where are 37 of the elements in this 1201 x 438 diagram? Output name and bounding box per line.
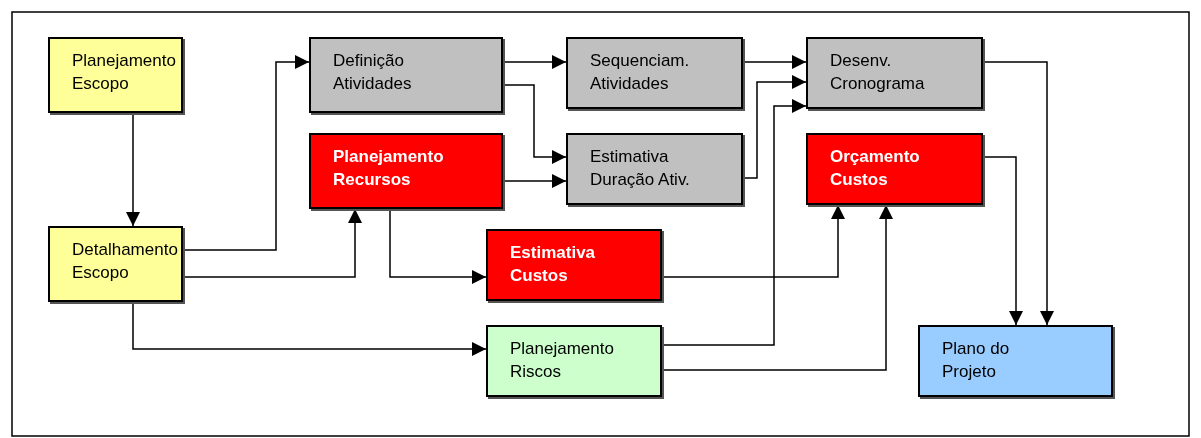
arrow xyxy=(389,208,487,284)
box-label: Estimativa Custos xyxy=(510,242,597,287)
box-label: Plano do Projeto xyxy=(942,338,1011,383)
process-box xyxy=(566,37,743,109)
arrow xyxy=(982,61,1054,326)
arrow xyxy=(661,99,807,346)
process-box xyxy=(806,133,983,205)
arrow xyxy=(742,75,807,179)
arrow xyxy=(661,204,893,371)
arrow xyxy=(661,204,845,278)
arrow xyxy=(502,84,567,164)
box-label: Planejamento Recursos xyxy=(333,146,445,191)
box-label: Definição Atividades xyxy=(333,50,413,95)
arrow xyxy=(182,55,310,251)
process-box xyxy=(48,37,183,113)
arrow xyxy=(982,156,1023,326)
process-box xyxy=(309,37,503,113)
arrow xyxy=(502,55,567,69)
box-label: Planejamento Escopo xyxy=(72,50,177,95)
process-box xyxy=(806,37,983,109)
process-box xyxy=(486,325,662,397)
box-label: Planejamento Riscos xyxy=(510,338,615,383)
process-box xyxy=(48,226,183,302)
arrow xyxy=(132,301,487,356)
box-label: Sequenciam. Atividades xyxy=(590,50,691,95)
arrow xyxy=(182,208,362,278)
box-label: Orçamento Custos xyxy=(830,146,921,191)
process-box xyxy=(486,229,662,301)
box-label: Desenv. Cronograma xyxy=(830,50,926,95)
process-box xyxy=(566,133,743,205)
process-box xyxy=(309,133,503,209)
box-label: Detalhamento Escopo xyxy=(72,239,177,284)
box-label: Estimativa Duração Ativ. xyxy=(590,146,691,191)
arrow xyxy=(742,55,807,69)
arrow xyxy=(502,174,567,188)
arrow xyxy=(126,112,140,227)
process-box xyxy=(918,325,1113,397)
